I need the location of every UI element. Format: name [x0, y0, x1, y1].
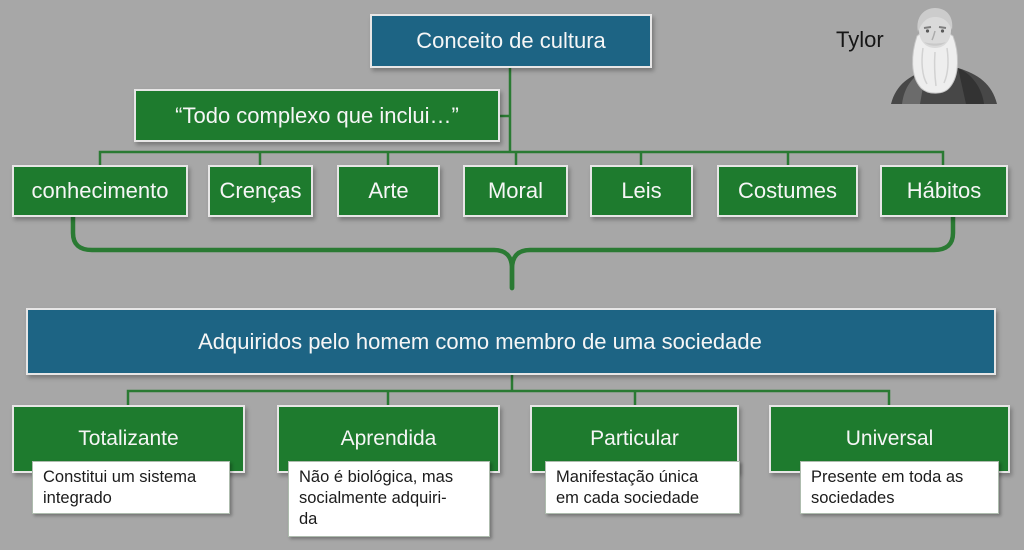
connector-row-rail — [98, 150, 945, 165]
quote-label: “Todo complexo que inclui…” — [175, 102, 459, 128]
tylor-portrait-icon[interactable] — [866, 4, 1016, 104]
element-box-habitos[interactable]: Hábitos — [880, 165, 1008, 217]
description-line: Constitui um sistema — [43, 468, 197, 486]
under-brace — [70, 214, 956, 291]
element-label: Leis — [621, 178, 662, 203]
acquired-statement-box[interactable]: Adquiridos pelo homem como membro de uma… — [26, 308, 996, 375]
characteristic-label: Universal — [845, 427, 934, 450]
characteristic-label: Aprendida — [340, 427, 437, 450]
description-box-universal[interactable]: Presente em toda as sociedades — [800, 461, 999, 514]
characteristic-label: Particular — [590, 427, 679, 450]
element-label: Crenças — [219, 178, 302, 203]
description-line: Presente em toda as — [811, 468, 964, 486]
description-box-particular[interactable]: Manifestação única em cada sociedade — [545, 461, 740, 514]
description-box-totalizante[interactable]: Constitui um sistema integrado — [32, 461, 230, 514]
element-box-conhecimento[interactable]: conhecimento — [12, 165, 188, 217]
element-label: Moral — [487, 178, 543, 203]
description-line: sociedades — [811, 489, 895, 507]
element-label: Hábitos — [906, 178, 982, 203]
element-label: Arte — [368, 178, 409, 203]
description-line: em cada sociedade — [556, 489, 700, 507]
element-box-arte[interactable]: Arte — [337, 165, 440, 217]
connector-bottom-rail — [126, 389, 891, 405]
description-line: socialmente adquiri- — [299, 489, 447, 507]
element-label: conhecimento — [31, 178, 169, 203]
element-label: Costumes — [737, 178, 838, 203]
concept-title-box[interactable]: Conceito de cultura — [370, 14, 652, 68]
element-box-leis[interactable]: Leis — [590, 165, 693, 217]
concept-title-label: Conceito de cultura — [416, 28, 606, 53]
characteristic-label: Totalizante — [78, 427, 179, 450]
acquired-statement-label: Adquiridos pelo homem como membro de uma… — [198, 328, 762, 354]
description-line: da — [299, 510, 318, 528]
description-line: Não é biológica, mas — [299, 468, 454, 486]
element-box-costumes[interactable]: Costumes — [717, 165, 858, 217]
description-line: Manifestação única — [556, 468, 699, 486]
description-box-aprendida[interactable]: Não é biológica, mas socialmente adquiri… — [288, 461, 490, 537]
element-box-moral[interactable]: Moral — [463, 165, 568, 217]
description-line: integrado — [43, 489, 112, 507]
author-label[interactable]: Tylor — [836, 27, 884, 52]
element-box-crencas[interactable]: Crenças — [208, 165, 313, 217]
quote-box[interactable]: “Todo complexo que inclui…” — [134, 89, 500, 142]
